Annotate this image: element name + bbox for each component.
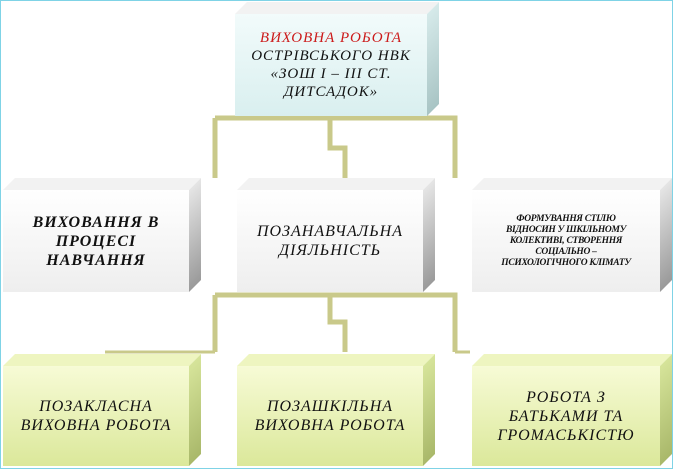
box-parents-work: РОБОТА З БАТЬКАМИ ТА ГРОМАСЬКІСТЮ <box>472 354 672 466</box>
box-school-work-line: ВИХОВНА РОБОТА <box>254 417 406 434</box>
connector-mid-mid <box>327 295 348 352</box>
box-parents-work-line: БАТЬКАМИ ТА <box>508 407 624 425</box>
root-line-4: ДИТСАДОК» <box>283 84 379 100</box>
box-climate-line: КОЛЕКТИВІ, СТВОРЕННЯ <box>509 235 623 246</box>
box-extracurricular: ПОЗАНАВЧАЛЬНА ДІЯЛЬНІСТЬ <box>237 178 435 292</box>
box-parents-work-line: ГРОМАСЬКІСТЮ <box>497 426 635 444</box>
box-parents-work-line: РОБОТА З <box>526 388 606 406</box>
box-learning: ВИХОВАННЯ В ПРОЦЕСІ НАВЧАННЯ <box>3 178 201 292</box>
connector-mid-right <box>330 292 458 352</box>
box-climate-line: ВІДНОСИН У ШКІЛЬНОМУ <box>506 224 626 235</box>
connector-root-left <box>212 115 330 178</box>
box-extracurricular-line: ДІЯЛЬНІСТЬ <box>278 242 382 259</box>
connector-root-mid <box>327 118 348 178</box>
box-learning-line: НАВЧАННЯ <box>46 251 146 269</box>
connector-root-right <box>330 115 458 178</box>
box-climate-line: ФОРМУВАННЯ СТІЛЮ <box>516 213 616 224</box>
box-class-work-line: ВИХОВНА РОБОТА <box>20 417 172 434</box>
box-climate-line: СОЦІАЛЬНО – <box>535 246 597 257</box>
box-learning-line: ВИХОВАННЯ В <box>32 213 160 231</box>
box-school-work: ПОЗАШКІЛЬНА ВИХОВНА РОБОТА <box>237 354 435 466</box>
box-climate: ФОРМУВАННЯ СТІЛЮ ВІДНОСИН У ШКІЛЬНОМУ КО… <box>472 178 672 292</box>
box-climate-line: ПСИХОЛОГІЧНОГО КЛІМАТУ <box>501 257 631 268</box>
root-line-3: «ЗОШ І – ІІІ СТ. <box>270 66 392 82</box>
box-school-work-line: ПОЗАШКІЛЬНА <box>266 398 394 415</box>
root-title: ВИХОВНА РОБОТА <box>259 30 403 46</box>
connector-mid-left <box>212 292 330 352</box>
box-class-work: ПОЗАКЛАСНА ВИХОВНА РОБОТА <box>3 354 201 466</box>
root-line-2: ОСТРІВСЬКОГО НВК <box>251 48 411 64</box>
box-learning-line: ПРОЦЕСІ <box>55 232 137 250</box>
box-class-work-line: ПОЗАКЛАСНА <box>39 398 153 415</box>
root-box: ВИХОВНА РОБОТА ОСТРІВСЬКОГО НВК «ЗОШ І –… <box>235 2 439 116</box>
box-extracurricular-line: ПОЗАНАВЧАЛЬНА <box>256 223 404 240</box>
